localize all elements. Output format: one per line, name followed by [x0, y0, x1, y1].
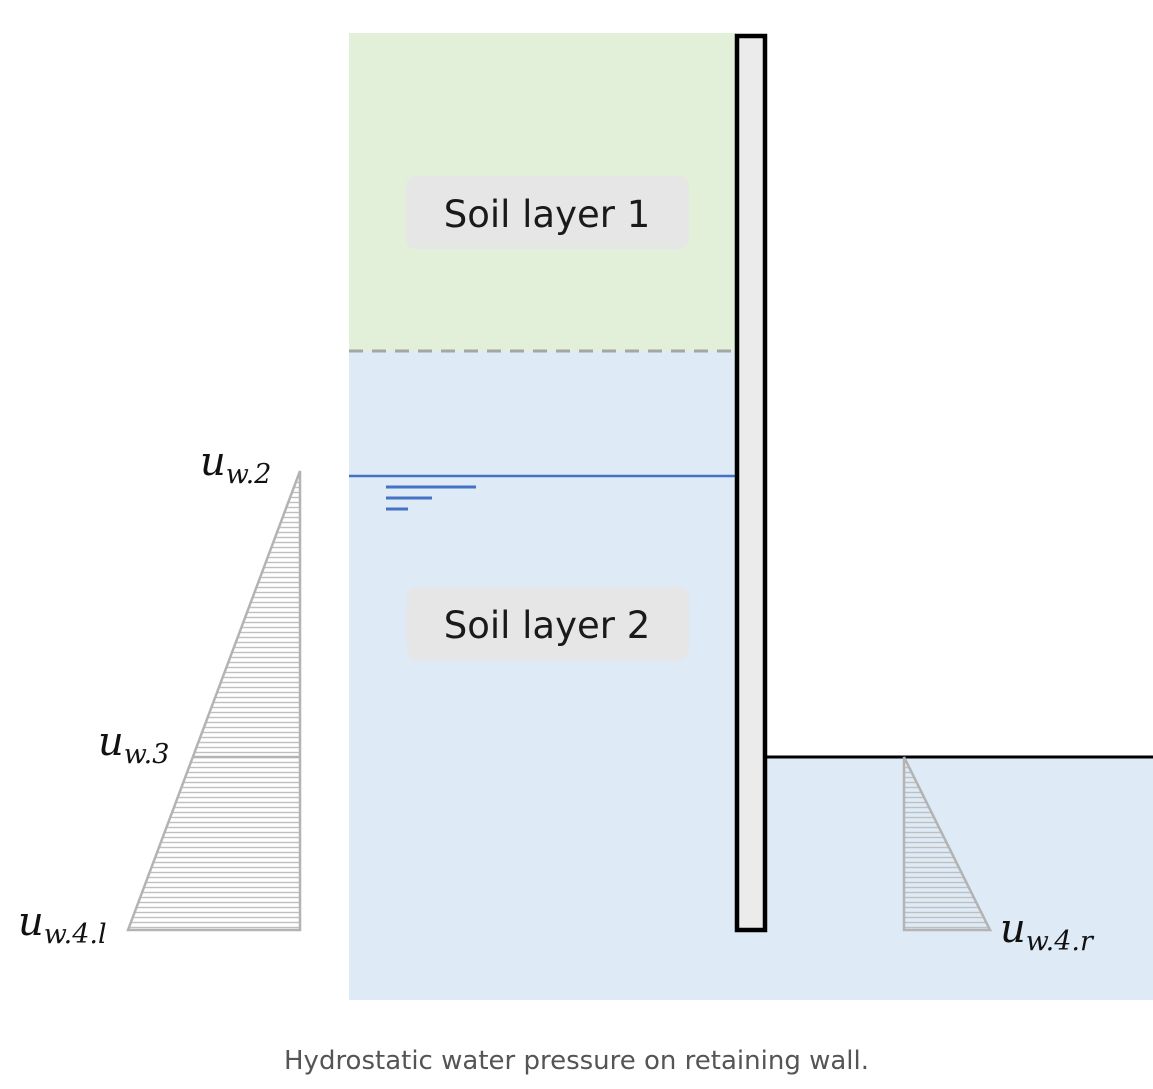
right-pressure-diagram: [902, 756, 993, 932]
label-uw2: uw.2: [200, 439, 271, 490]
retaining-wall: [734, 33, 768, 933]
water-table-symbol: [386, 485, 476, 511]
figure-caption: Hydrostatic water pressure on retaining …: [284, 1046, 869, 1076]
soil-layer-1-text: Soil layer 1: [444, 193, 651, 236]
soil-layer-1-label: Soil layer 1: [406, 176, 689, 249]
left-pressure-diagram: [126, 470, 302, 932]
soil-layer-2-label: Soil layer 2: [407, 587, 689, 660]
soil-layer-2-region: [349, 351, 736, 1000]
soil-layer-2-text: Soil layer 2: [444, 604, 651, 647]
label-uw4r: uw.4.r: [1000, 906, 1095, 957]
label-uw4l: uw.4.l: [18, 899, 107, 950]
label-uw3: uw.3: [98, 719, 169, 770]
